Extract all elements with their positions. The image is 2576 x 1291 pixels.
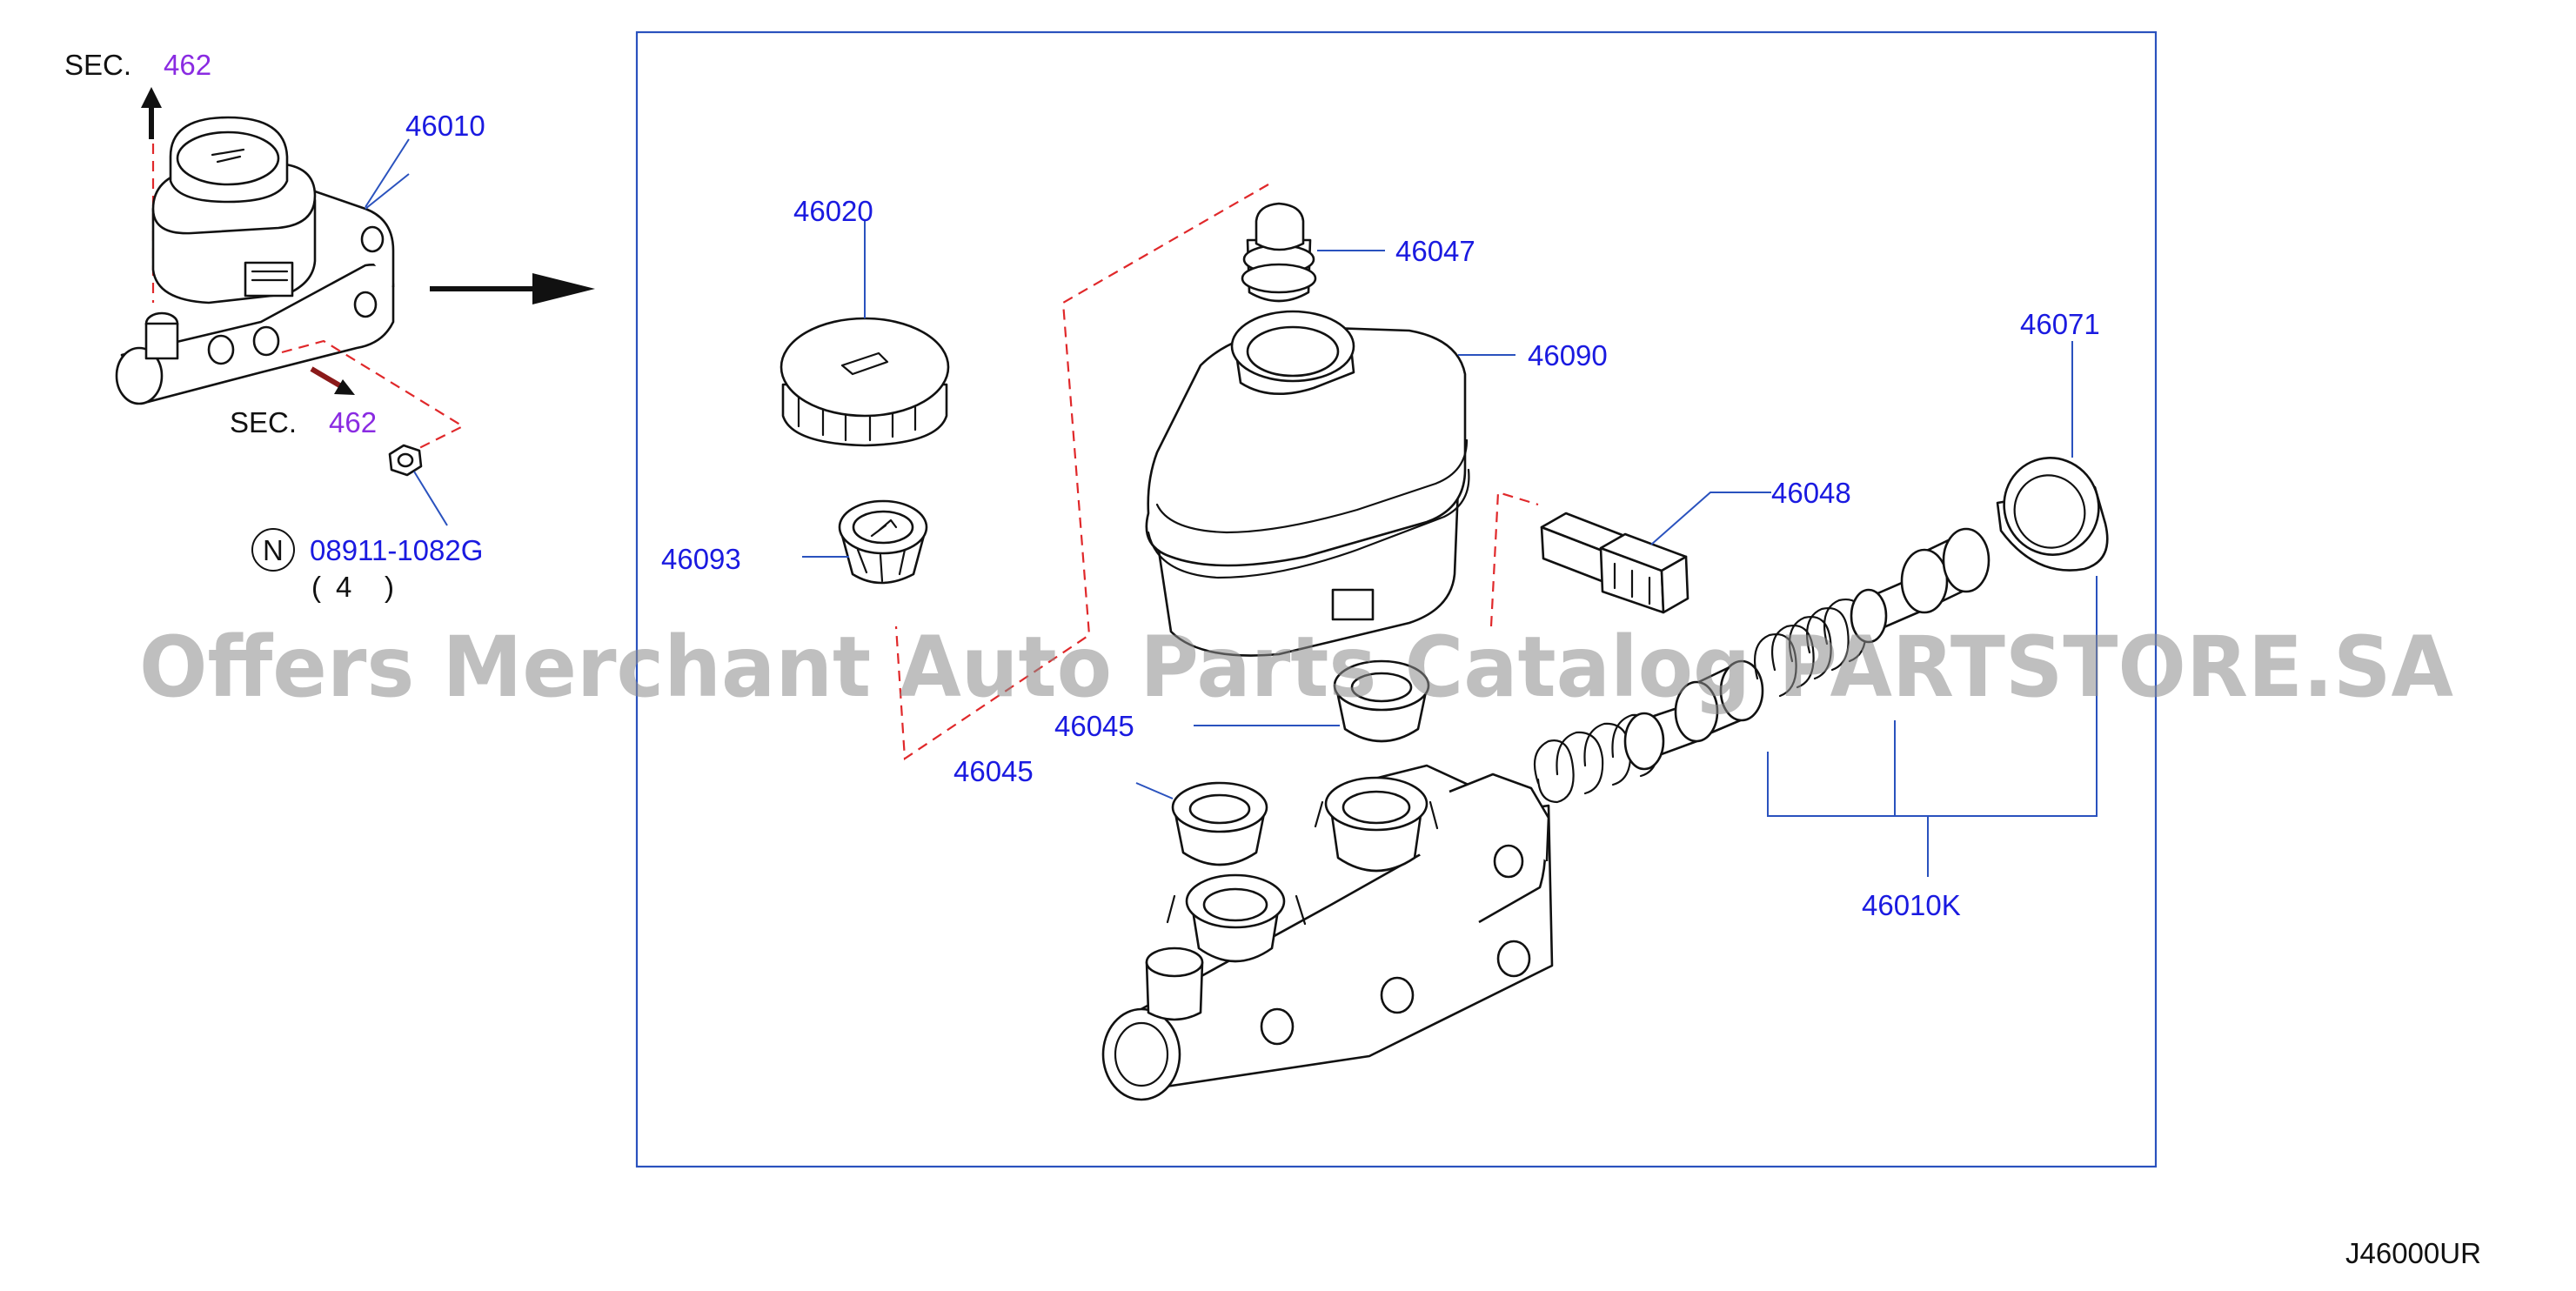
sec-top-number[interactable]: 462 (164, 49, 211, 81)
connector-46048 (1540, 492, 1771, 614)
nut-qty-close: ) (385, 571, 394, 603)
grommet-upper-46045 (1194, 659, 1430, 743)
label-cap[interactable]: 46020 (793, 195, 873, 227)
label-ring[interactable]: 46071 (2020, 308, 2100, 340)
nut-qty-open: ( (311, 571, 321, 603)
sec-mid-prefix: SEC. (230, 406, 297, 438)
assembly-label[interactable]: 46010 (405, 110, 485, 142)
arrow-down-right-icon (310, 366, 355, 395)
n-badge-icon (251, 528, 295, 572)
sec-top-prefix: SEC. (64, 49, 131, 81)
sec-mid-number[interactable]: 462 (329, 406, 377, 438)
n-badge-text: N (263, 534, 284, 566)
guide-line-reservoir (894, 184, 1269, 760)
strainer-46093 (802, 499, 928, 585)
nut-icon (388, 444, 423, 477)
watermark: Offers Merchant Auto Parts Catalog PARTS… (139, 619, 2453, 716)
arrow-right-icon (430, 273, 595, 304)
guide-line-connector (1489, 491, 1539, 627)
nut-callout: N 08911-1082G ( 4 ) (251, 528, 483, 603)
ring-46071 (1996, 341, 2109, 572)
cylinder-body (1101, 764, 1554, 1101)
label-grommet-lower[interactable]: 46045 (953, 755, 1034, 787)
label-piston-kit[interactable]: 46010K (1862, 889, 1961, 921)
label-grommet-upper[interactable]: 46045 (1054, 710, 1134, 742)
grommet-lower-46045 (1135, 781, 1268, 866)
nut-qty: 4 (336, 571, 351, 603)
reservoir-46090 (1145, 310, 1515, 657)
overview-assembly (115, 87, 465, 526)
label-reservoir[interactable]: 46090 (1528, 339, 1608, 371)
plug-46047 (1241, 202, 1385, 303)
label-plug[interactable]: 46047 (1395, 235, 1475, 267)
leader-46010 (365, 173, 410, 210)
piston-kit-46010K (1533, 527, 2098, 877)
detail-frame (635, 30, 2158, 1168)
nut-part-number[interactable]: 08911-1082G (310, 534, 483, 566)
label-connector[interactable]: 46048 (1771, 477, 1851, 509)
figure-code: J46000UR (2345, 1237, 2481, 1269)
label-strainer[interactable]: 46093 (661, 543, 741, 575)
cap-46020 (779, 219, 950, 447)
arrow-up-icon (141, 87, 162, 139)
